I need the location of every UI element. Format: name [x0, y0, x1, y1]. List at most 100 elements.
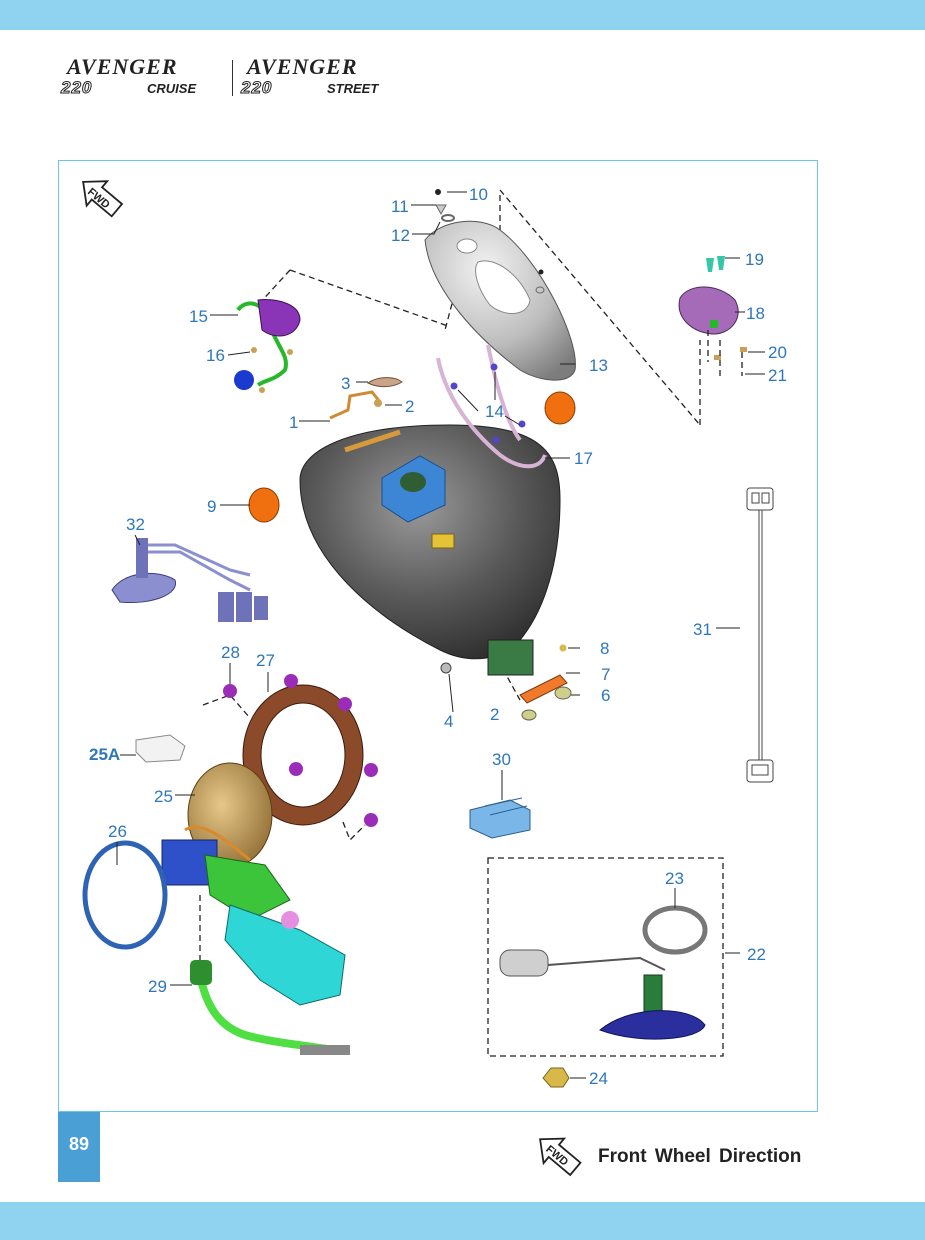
top-color-band [0, 0, 925, 30]
part-label: 4 [444, 712, 453, 731]
page-number: 89 [68, 1134, 90, 1154]
collar [521, 709, 537, 721]
page-number-box [58, 1112, 100, 1182]
part-15-sensor-assembly [234, 299, 301, 393]
part-14-clip [518, 420, 526, 428]
part-label: 20 [768, 343, 787, 362]
guide-line [257, 269, 291, 306]
part-23-gasket [642, 905, 708, 955]
part-label: 3 [341, 374, 350, 393]
part-18-relay-cover [678, 286, 739, 335]
part-20-clip [714, 355, 721, 360]
guide-line [707, 330, 743, 376]
part-11-screw [435, 204, 447, 216]
part-label: 8 [600, 639, 609, 658]
part-17-drain-hose [436, 357, 547, 469]
part-label: 23 [665, 869, 684, 888]
part-label: 31 [693, 620, 712, 639]
part-32-wiring [111, 538, 268, 622]
guide-line [342, 821, 366, 842]
part-19-screw [706, 258, 714, 272]
part-label: 15 [189, 307, 208, 326]
part-label: 13 [589, 356, 608, 375]
brand-left-number: 220 [60, 78, 93, 98]
brand-right-number: 220 [240, 78, 273, 98]
part-label: 1 [289, 413, 298, 432]
fuel-tank [299, 424, 561, 660]
part-label: 27 [256, 651, 275, 670]
tank-rear-bracket [487, 639, 534, 676]
tank-mount-bracket [431, 533, 455, 549]
part-17-drain-hose [486, 344, 522, 442]
part-14-clip [490, 363, 498, 371]
diagram-frame [58, 160, 818, 1112]
part-6-collar [554, 686, 572, 700]
part-label: 30 [492, 750, 511, 769]
legend-text: Front Wheel Direction [598, 1146, 802, 1167]
part-29-fuel-hose [190, 960, 350, 1055]
guide-line [289, 269, 449, 327]
screw [538, 269, 544, 275]
guide-line [444, 235, 471, 331]
part-label: 21 [768, 366, 787, 385]
part-2-screw [374, 399, 382, 407]
part-10-screw [435, 189, 441, 195]
brand-right-name: AVENGER [247, 54, 358, 79]
part-label: 2 [405, 397, 414, 416]
part-14-clip [450, 382, 458, 390]
part-label: 2 [490, 705, 499, 724]
part-22-fuel-level-sender [499, 949, 706, 1040]
part-label: 19 [745, 250, 764, 269]
part-25-fuel-pump [161, 762, 346, 1006]
part-27-gasket-ring [242, 684, 364, 826]
brand-logo: AVENGER 220 CRUISE AVENGER 220 STREET [55, 54, 415, 100]
guide-line [497, 659, 521, 701]
part-label: 28 [221, 643, 240, 662]
part-label: 25A [89, 745, 120, 764]
part-label: 25 [154, 787, 173, 806]
part-20-clip [740, 347, 747, 352]
part-25a-connector [135, 734, 186, 763]
part-4-grommet [440, 662, 452, 674]
part-label: 26 [108, 822, 127, 841]
part-label: 11 [391, 197, 409, 216]
kit-22-boundary [487, 857, 724, 1057]
part-label: 12 [391, 226, 410, 245]
fwd-legend-icon: FWD [539, 1137, 582, 1177]
rubber-damper [544, 391, 576, 425]
part-label: 29 [148, 977, 167, 996]
tank-cover [424, 220, 576, 381]
part-14-clip [492, 436, 500, 444]
part-1-bracket [329, 390, 382, 420]
guide-line [499, 189, 701, 426]
part-31-wiring-harness [746, 487, 774, 783]
tank-bracket [344, 429, 401, 453]
part-28-bolt [223, 674, 378, 827]
part-label: 22 [747, 945, 766, 964]
bottom-color-band [0, 1202, 925, 1240]
brand-left-variant: CRUISE [147, 81, 197, 96]
part-7-bracket [519, 674, 568, 704]
part-30-connector-block [469, 797, 531, 839]
part-label: 10 [469, 185, 488, 204]
fwd-direction-icon: FWD [82, 180, 124, 218]
washer [535, 286, 545, 294]
part-label: 16 [206, 346, 225, 365]
part-26-lock-ring [82, 840, 168, 950]
part-label: 9 [207, 497, 216, 516]
brand-divider [232, 60, 233, 96]
part-label: 17 [574, 449, 593, 468]
brand-left-name: AVENGER [67, 54, 178, 79]
part-label: 6 [601, 686, 610, 705]
part-9-damper [248, 487, 280, 523]
part-19-screw [717, 256, 725, 270]
part-label: 24 [589, 1069, 608, 1088]
guide-line [202, 694, 251, 719]
part-label: 14 [485, 402, 504, 421]
fuel-filler-neck [381, 455, 446, 523]
part-label: 18 [746, 304, 765, 323]
brand-right-variant: STREET [327, 81, 379, 96]
part-3-cushion [367, 377, 403, 388]
part-24-nut [542, 1067, 570, 1088]
